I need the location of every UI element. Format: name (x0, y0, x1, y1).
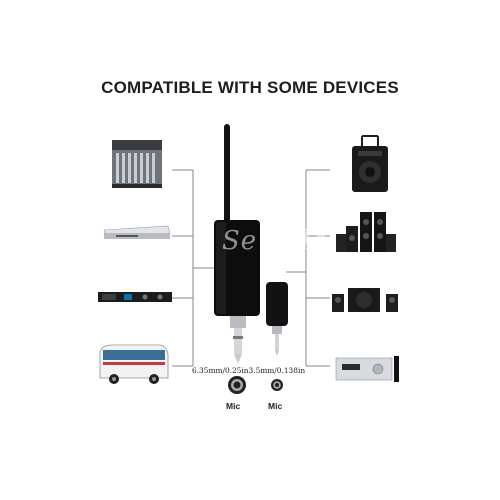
av-receiver-image (335, 356, 399, 382)
home-theater-speakers-image (336, 212, 396, 252)
wireless-receiver-unit (214, 124, 260, 364)
mixer-console-image (112, 140, 162, 188)
dvd-player-image (103, 225, 171, 239)
jack-6-35-icon (228, 376, 246, 394)
trolley-speaker-image (352, 135, 388, 192)
watermark: Se alila (222, 226, 328, 256)
jack-size-spec: 6.35mm/0.25in3.5mm/0.138in (192, 366, 306, 375)
amplifier-rack-image (98, 292, 172, 302)
bus-image (99, 344, 169, 384)
mic-label-6-35: Mic (226, 401, 241, 411)
left-connector-lines (172, 169, 214, 367)
right-connector-lines (286, 169, 330, 367)
adapter-3-5mm (266, 282, 288, 356)
pc-speakers-image (332, 288, 398, 312)
page-title: COMPATIBLE WITH SOME DEVICES (101, 78, 399, 97)
jack-3-5-icon (271, 379, 283, 391)
brand-label: BOMGE (207, 229, 216, 262)
mic-label-3-5: Mic (268, 401, 283, 411)
